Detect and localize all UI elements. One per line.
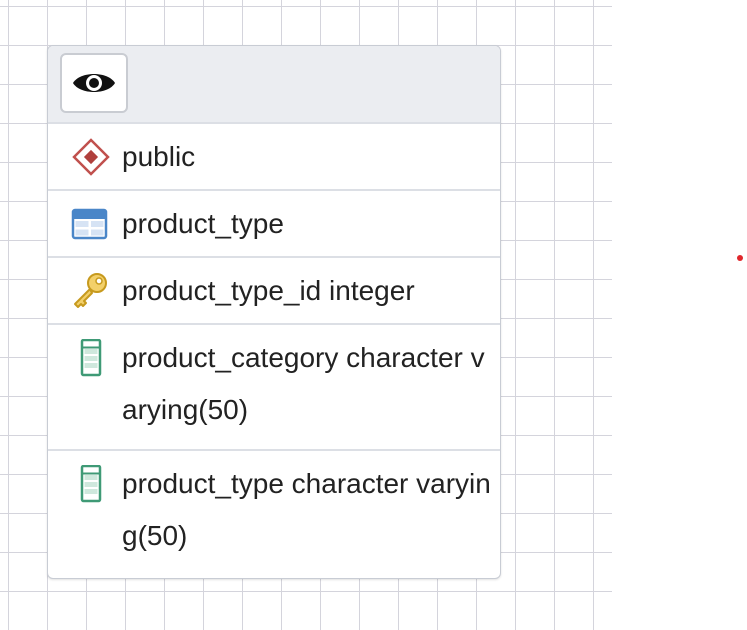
table-node[interactable]: public product_type product_type_id inte… [47, 45, 501, 579]
table-name: product_type [122, 208, 284, 239]
column-row[interactable]: product_type character varying(50) [48, 451, 500, 578]
schema-diamond-icon [70, 138, 110, 176]
schema-name: public [122, 141, 196, 172]
column-icon [70, 339, 110, 377]
column-row[interactable]: product_category character varying(50) [48, 325, 500, 451]
column-icon [70, 465, 110, 503]
table-icon [70, 205, 110, 243]
table-node-header [48, 46, 500, 124]
eye-icon [73, 74, 115, 92]
schema-row: public [48, 124, 500, 191]
column-definition: product_category character varying(50) [122, 342, 485, 425]
canvas-marker [737, 255, 743, 261]
column-definition: product_type character varying(50) [122, 468, 491, 551]
column-row[interactable]: product_type_id integer [48, 258, 500, 325]
key-icon [70, 272, 110, 310]
column-definition: product_type_id integer [122, 275, 415, 306]
table-name-row: product_type [48, 191, 500, 258]
toggle-details-button[interactable] [60, 53, 128, 113]
